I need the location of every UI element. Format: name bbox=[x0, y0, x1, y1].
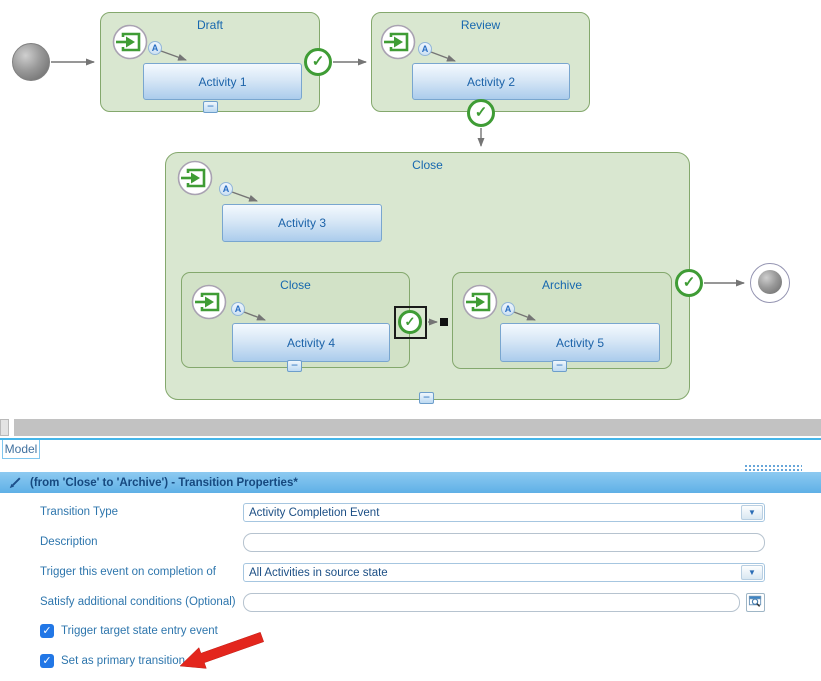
dropdown-value: Activity Completion Event bbox=[249, 506, 380, 519]
collapse-icon[interactable]: − bbox=[552, 359, 567, 372]
activity-3[interactable]: Activity 3 bbox=[222, 204, 382, 242]
chevron-down-icon[interactable]: ▼ bbox=[741, 505, 763, 520]
transition-check-icon-draft-review[interactable]: ✓ bbox=[304, 48, 332, 76]
state-label: Close bbox=[280, 278, 311, 292]
state-label: Close bbox=[412, 158, 443, 172]
collapse-icon[interactable]: − bbox=[419, 391, 434, 404]
transition-properties-header[interactable]: (from 'Close' to 'Archive') - Transition… bbox=[0, 472, 821, 493]
transition-check-icon-close-archive-selected[interactable]: ✓ bbox=[398, 310, 422, 334]
transition-check-icon-review-close[interactable]: ✓ bbox=[467, 99, 495, 127]
splitter-grip[interactable] bbox=[744, 464, 802, 472]
activity-1[interactable]: Activity 1 bbox=[143, 63, 302, 100]
collapse-icon[interactable]: − bbox=[203, 100, 218, 113]
section-title: (from 'Close' to 'Archive') - Transition… bbox=[30, 476, 298, 489]
auto-badge-icon: A bbox=[418, 42, 432, 56]
primary-transition-checkbox[interactable]: ✓ bbox=[40, 654, 54, 668]
hscrollbar-corner[interactable] bbox=[0, 419, 9, 436]
state-entry-icon[interactable] bbox=[380, 24, 416, 60]
tabstrip-divider bbox=[0, 438, 821, 440]
description-input[interactable] bbox=[243, 533, 765, 552]
state-label: Review bbox=[460, 18, 501, 32]
auto-badge-icon: A bbox=[231, 302, 245, 316]
hscrollbar-thumb[interactable] bbox=[14, 419, 821, 436]
dropdown-value: All Activities in source state bbox=[249, 566, 388, 579]
lookup-window-icon bbox=[748, 594, 763, 612]
trigger-on-label: Trigger this event on completion of bbox=[40, 566, 216, 578]
state-label: Draft bbox=[196, 18, 223, 32]
auto-badge-icon: A bbox=[501, 302, 515, 316]
state-entry-icon[interactable] bbox=[191, 284, 227, 320]
auto-badge-icon: A bbox=[148, 41, 162, 55]
entry-event-checkbox[interactable]: ✓ bbox=[40, 624, 54, 638]
end-node-core bbox=[758, 270, 782, 294]
collapse-icon[interactable]: − bbox=[287, 359, 302, 372]
state-label: Archive bbox=[541, 278, 582, 292]
transition-type-dropdown[interactable]: Activity Completion Event ▼ bbox=[243, 503, 765, 522]
browse-lookup-button[interactable] bbox=[746, 593, 765, 612]
chevron-down-icon[interactable]: ▼ bbox=[741, 565, 763, 580]
state-entry-icon[interactable] bbox=[177, 160, 213, 196]
end-node[interactable] bbox=[750, 263, 790, 303]
state-entry-icon[interactable] bbox=[462, 284, 498, 320]
annotation-red-arrow bbox=[179, 631, 265, 669]
edit-pencil-icon bbox=[8, 476, 22, 490]
primary-transition-checkbox-label: Set as primary transition bbox=[61, 655, 185, 667]
state-entry-icon[interactable] bbox=[112, 24, 148, 60]
start-node[interactable] bbox=[12, 43, 50, 81]
trigger-on-dropdown[interactable]: All Activities in source state ▼ bbox=[243, 563, 765, 582]
tab-model[interactable]: Model bbox=[2, 440, 40, 459]
entry-event-checkbox-label: Trigger target state entry event bbox=[61, 625, 218, 637]
activity-2[interactable]: Activity 2 bbox=[412, 63, 570, 100]
selected-transition-box[interactable] bbox=[394, 306, 427, 339]
conditions-label: Satisfy additional conditions (Optional) bbox=[40, 596, 236, 608]
activity-5[interactable]: Activity 5 bbox=[500, 323, 660, 362]
transition-check-icon-close-end[interactable]: ✓ bbox=[675, 269, 703, 297]
activity-4[interactable]: Activity 4 bbox=[232, 323, 390, 362]
auto-badge-icon: A bbox=[219, 182, 233, 196]
transition-type-label: Transition Type bbox=[40, 506, 118, 518]
conditions-input[interactable] bbox=[243, 593, 740, 612]
description-label: Description bbox=[40, 536, 98, 548]
